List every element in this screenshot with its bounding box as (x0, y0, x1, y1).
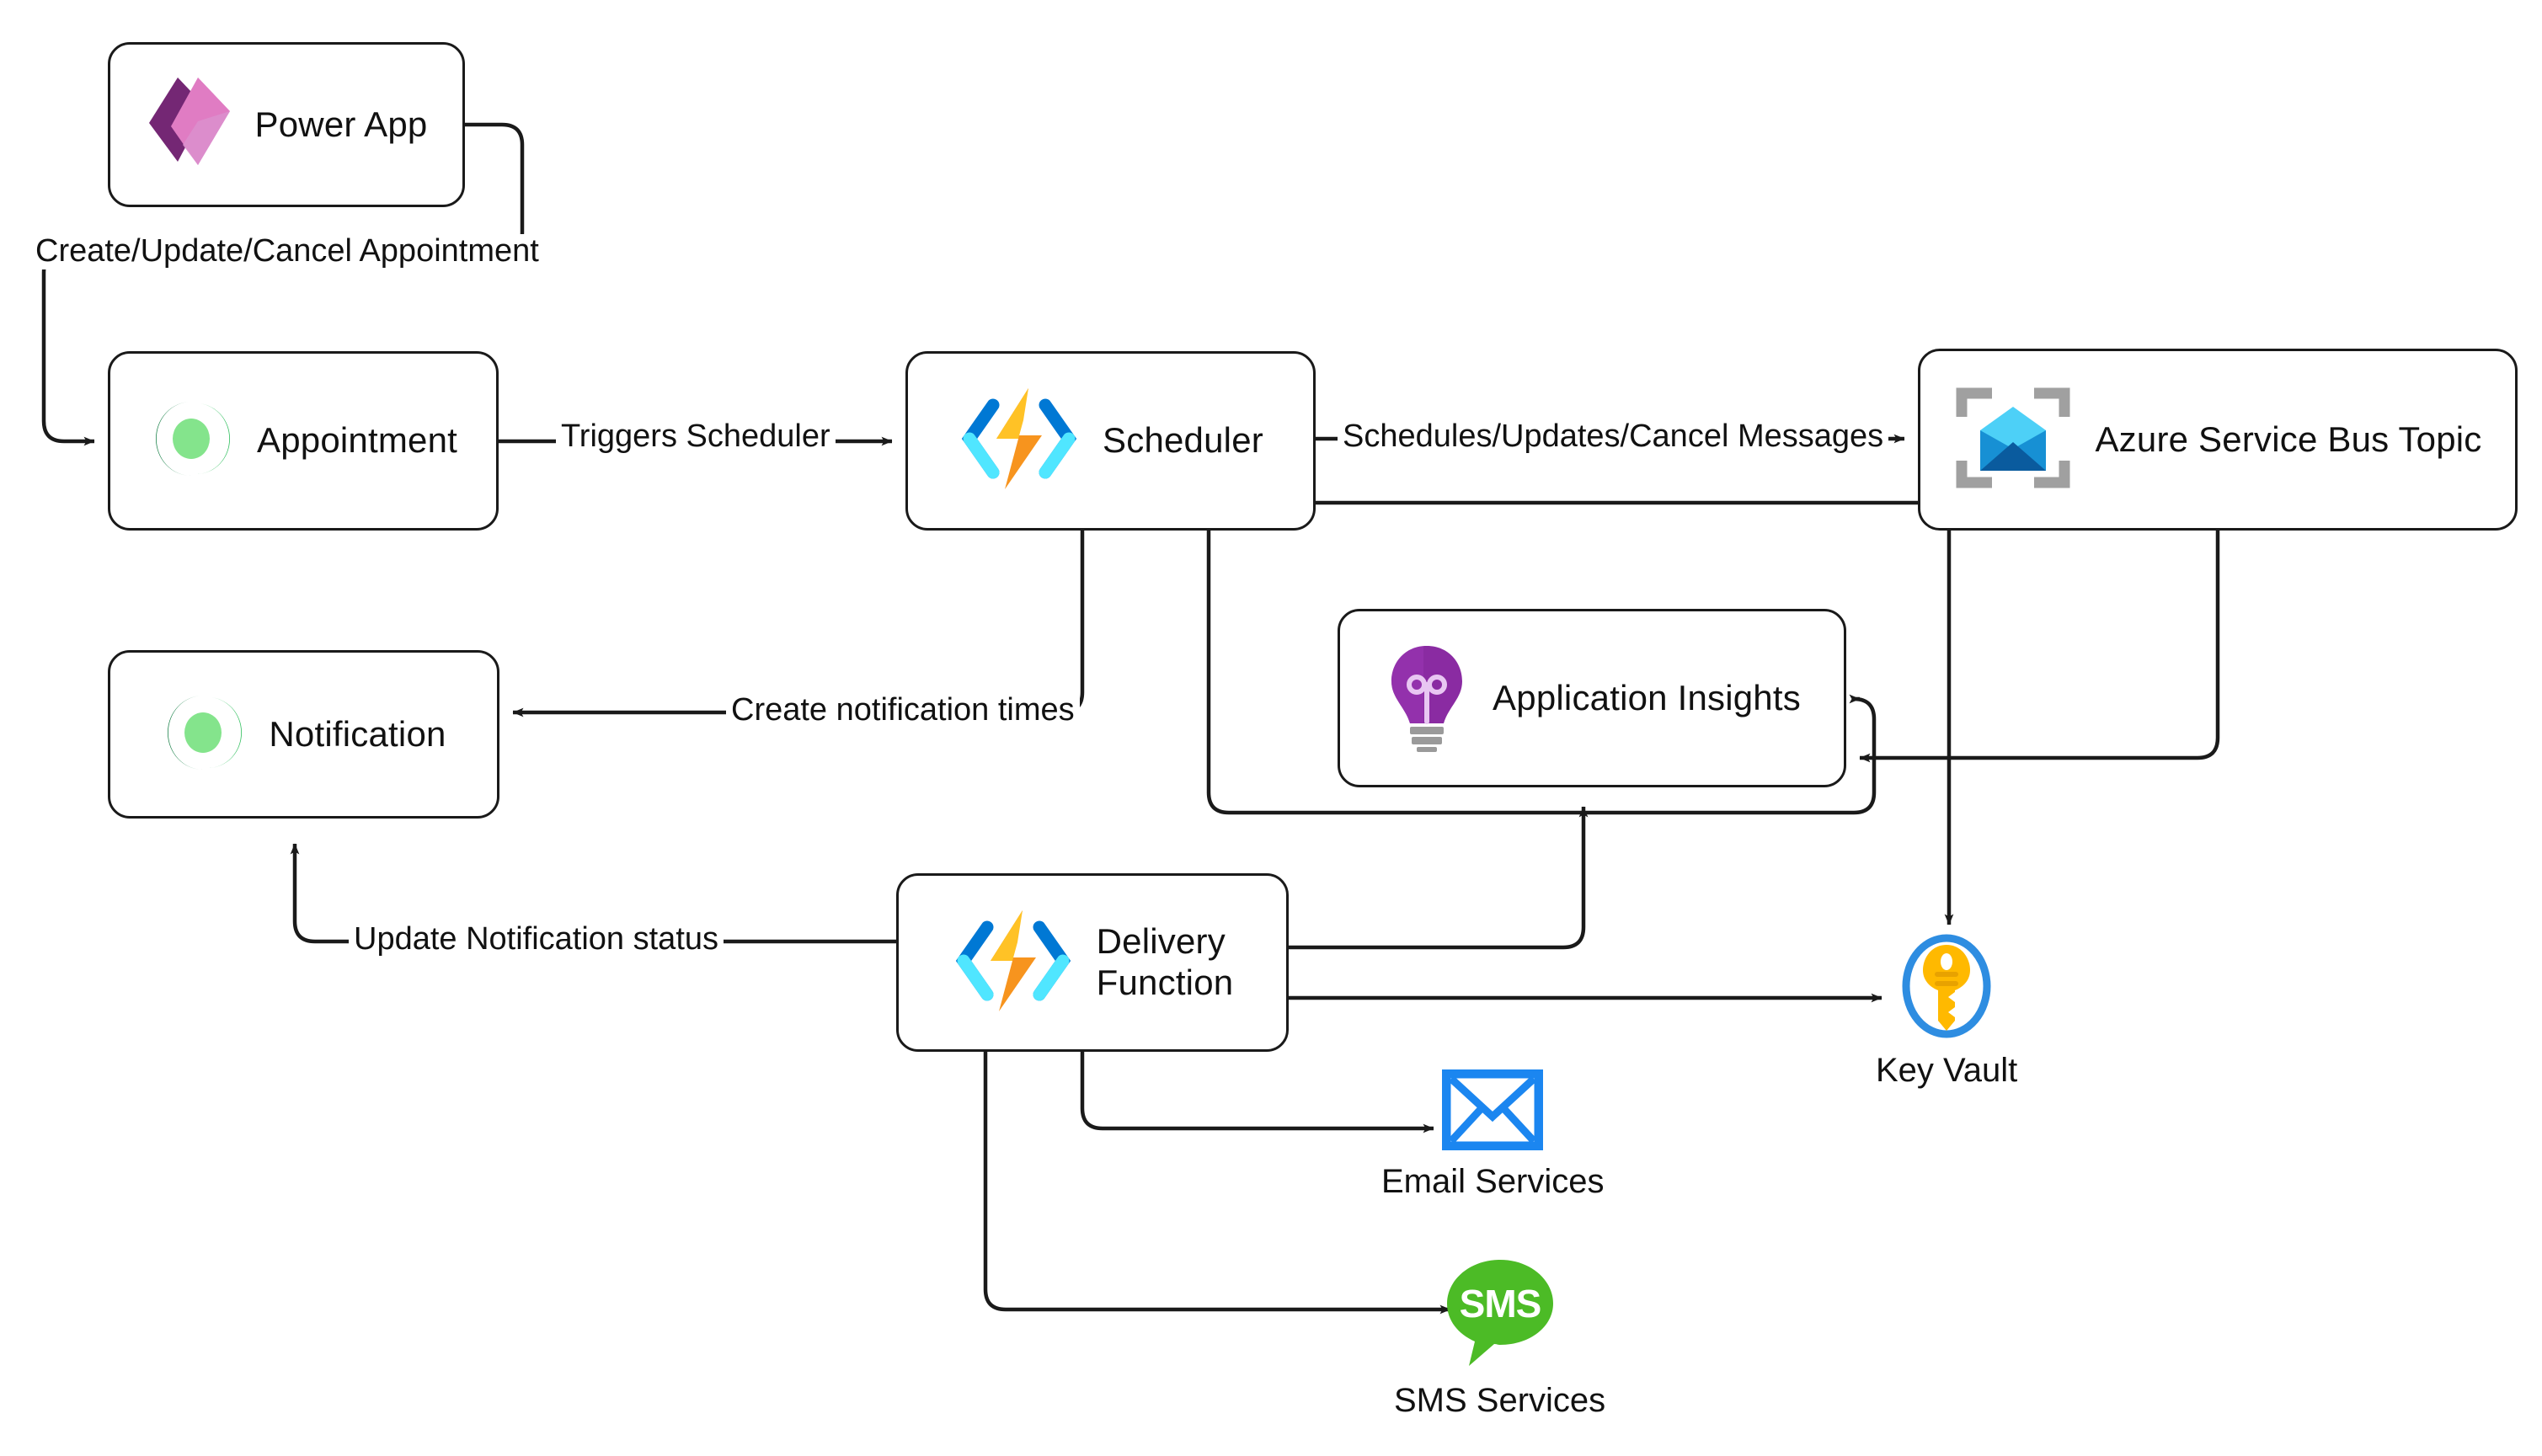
node-label-appointment: Appointment (256, 420, 458, 461)
node-label-azure-service-bus-topic: Azure Service Bus Topic (2095, 419, 2482, 459)
power-apps-icon (146, 74, 233, 176)
svg-text:SMS: SMS (1459, 1282, 1541, 1325)
dataverse-table-icon (161, 689, 247, 781)
node-label-scheduler: Scheduler (1103, 420, 1263, 461)
node-label-email-services: Email Services (1381, 1163, 1605, 1200)
email-envelope-icon (1441, 1069, 1544, 1155)
sms-bubble-icon: SMS (1444, 1255, 1557, 1373)
edge-label-schedules-updates-cancel-messages: Schedules/Updates/Cancel Messages (1338, 419, 1889, 455)
node-appointment[interactable]: Appointment (108, 351, 499, 531)
wire-service-bus-to-app-insights (1859, 531, 2220, 763)
azure-function-icon (958, 383, 1081, 499)
edge-label-update-notification-status: Update Notification status (349, 921, 724, 957)
dataverse-table-icon (149, 395, 235, 487)
azure-function-icon (952, 905, 1075, 1021)
node-sms-services[interactable]: SMS SMS Services (1394, 1255, 1605, 1420)
node-delivery-function[interactable]: Delivery Function (896, 873, 1289, 1052)
node-label-notification: Notification (269, 713, 446, 754)
node-label-key-vault: Key Vault (1876, 1052, 2018, 1089)
node-label-application-insights: Application Insights (1493, 677, 1801, 717)
key-vault-icon (1894, 933, 1999, 1043)
node-label-delivery-function: Delivery Function (1096, 921, 1234, 1002)
edge-label-create-update-cancel-appointment: Create/Update/Cancel Appointment (30, 233, 544, 269)
wire-scheduler-to-notification (512, 531, 1085, 717)
node-email-services[interactable]: Email Services (1381, 1069, 1605, 1201)
node-label-sms-services: SMS Services (1394, 1382, 1606, 1419)
node-power-app[interactable]: Power App (108, 42, 465, 207)
service-bus-topic-icon (1953, 383, 2073, 497)
wire-delivery-to-app-insights (1289, 806, 1589, 950)
node-key-vault[interactable]: Key Vault (1876, 933, 2017, 1090)
node-scheduler[interactable]: Scheduler (905, 351, 1316, 531)
edge-label-create-notification-times: Create notification times (726, 692, 1080, 728)
app-insights-bulb-icon (1383, 641, 1471, 756)
node-azure-service-bus-topic[interactable]: Azure Service Bus Topic (1918, 349, 2518, 531)
edge-label-triggers-scheduler: Triggers Scheduler (556, 419, 836, 455)
node-application-insights[interactable]: Application Insights (1338, 609, 1846, 787)
node-notification[interactable]: Notification (108, 650, 499, 819)
node-label-power-app: Power App (254, 104, 428, 144)
